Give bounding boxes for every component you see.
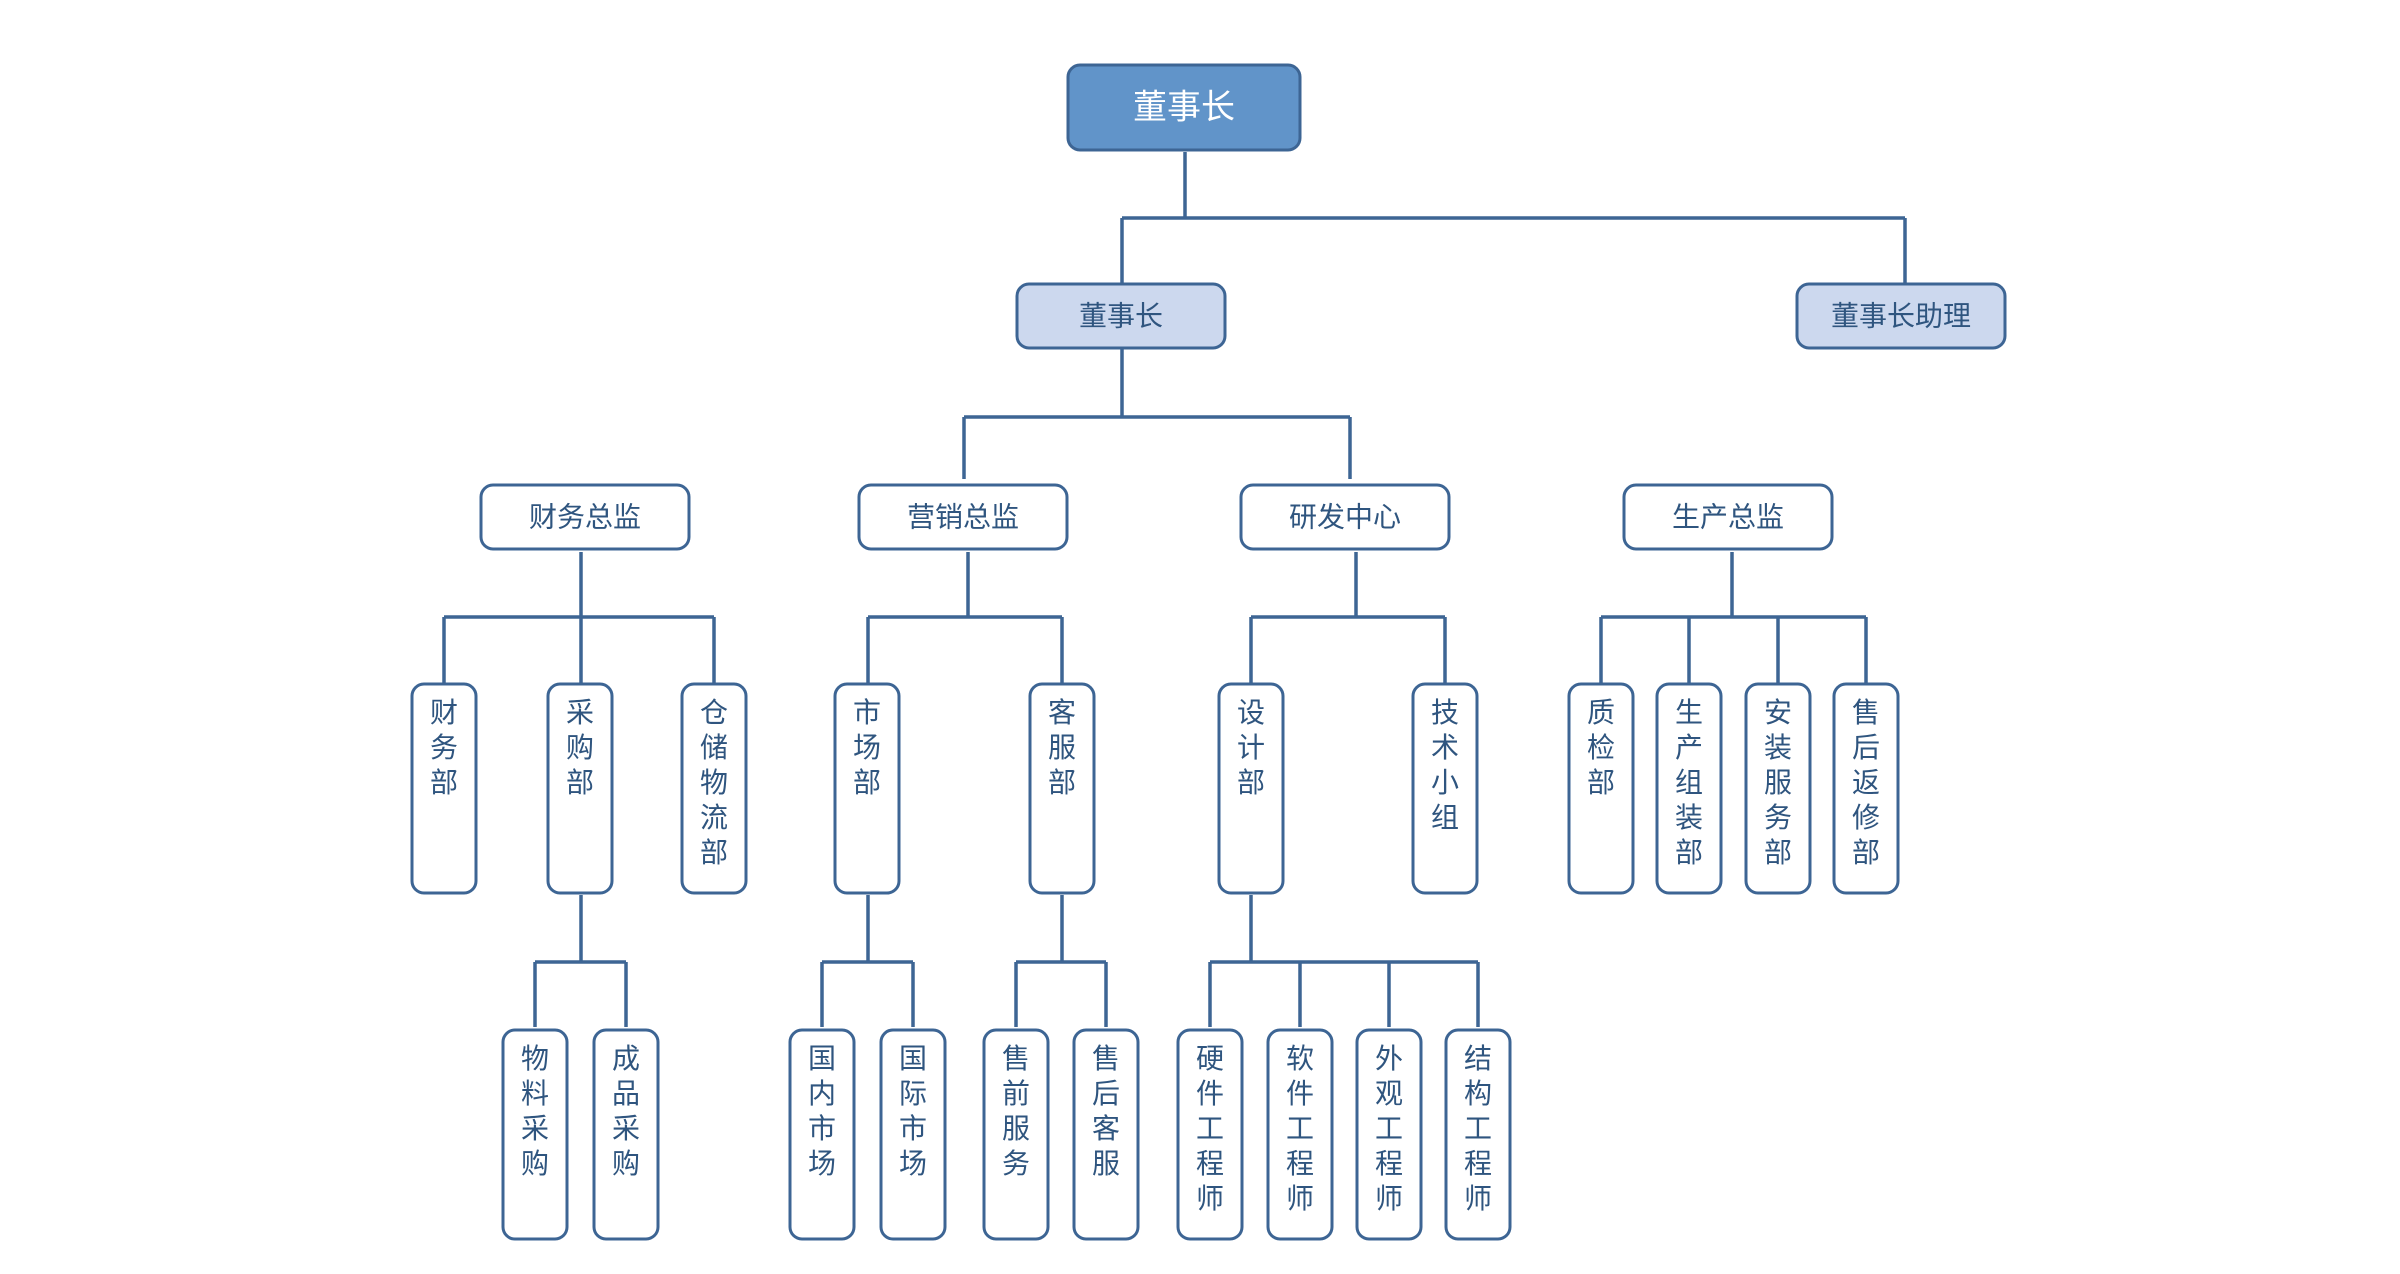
- connector-finance: [442, 552, 716, 684]
- node-material-purchase-box: [501, 1028, 569, 1241]
- node-finance-dept: 财务部: [410, 682, 478, 895]
- node-finance-director-label: 财务总监: [529, 501, 641, 534]
- node-product-purchase-box: [592, 1028, 660, 1241]
- node-design-dept-label: 设计部: [1237, 696, 1265, 799]
- node-material-purchase-label: 物料采购: [521, 1042, 549, 1180]
- node-presale-service-box: [982, 1028, 1050, 1241]
- node-rnd-center-box: [1239, 483, 1451, 551]
- node-qc-dept: 质检部: [1567, 682, 1635, 895]
- node-presale-service-label: 售前服务: [1002, 1042, 1030, 1180]
- node-repair-dept-box: [1832, 682, 1900, 895]
- connector-market: [820, 895, 915, 1027]
- node-install-service-dept: 安装服务部: [1744, 682, 1812, 895]
- node-customer-service-dept: 客服部: [1028, 682, 1096, 895]
- node-tech-group: 技术小组: [1411, 682, 1479, 895]
- node-customer-service-dept-box: [1028, 682, 1096, 895]
- node-assembly-dept: 生产组装部: [1655, 682, 1723, 895]
- node-rnd-center-label: 研发中心: [1289, 501, 1401, 534]
- node-tech-group-label: 技术小组: [1431, 696, 1459, 834]
- node-purchasing-dept: 采购部: [546, 682, 614, 895]
- node-chairman-assistant-box: [1795, 282, 2007, 350]
- node-domestic-market-label: 国内市场: [808, 1042, 836, 1180]
- node-marketing-director-box: [857, 483, 1069, 551]
- node-chairman: 董事长: [1015, 282, 1227, 350]
- node-market-dept-label: 市场部: [853, 696, 881, 799]
- node-hardware-engineer: 硬件工程师: [1176, 1028, 1244, 1241]
- connector-lines: [442, 152, 1907, 1027]
- node-structure-engineer-box: [1444, 1028, 1512, 1241]
- node-finance-director: 财务总监: [479, 483, 691, 551]
- node-aftersale-service-box: [1072, 1028, 1140, 1241]
- node-qc-dept-box: [1567, 682, 1635, 895]
- node-product-purchase: 成品采购: [592, 1028, 660, 1241]
- node-marketing-director: 营销总监: [857, 483, 1069, 551]
- node-finance-dept-box: [410, 682, 478, 895]
- node-production-director: 生产总监: [1622, 483, 1834, 551]
- node-repair-dept: 售后返修部: [1832, 682, 1900, 895]
- node-qc-dept-label: 质检部: [1587, 696, 1615, 799]
- connector-customer-service: [1014, 895, 1108, 1027]
- node-marketing-director-label: 营销总监: [907, 501, 1019, 534]
- node-install-service-dept-box: [1744, 682, 1812, 895]
- connector-production: [1599, 552, 1868, 684]
- node-domestic-market-box: [788, 1028, 856, 1241]
- node-hardware-engineer-label: 硬件工程师: [1196, 1042, 1224, 1215]
- node-appearance-engineer: 外观工程师: [1355, 1028, 1423, 1241]
- connector-design: [1208, 895, 1480, 1027]
- node-material-purchase: 物料采购: [501, 1028, 569, 1241]
- connector-purchasing: [533, 895, 628, 1027]
- node-chairman-assistant-label: 董事长助理: [1831, 300, 1971, 333]
- node-production-director-label: 生产总监: [1672, 501, 1784, 534]
- node-tech-group-box: [1411, 682, 1479, 895]
- node-design-dept-box: [1217, 682, 1285, 895]
- node-production-director-box: [1622, 483, 1834, 551]
- node-domestic-market: 国内市场: [788, 1028, 856, 1241]
- node-root-chairman-label: 董事长: [1133, 88, 1235, 128]
- node-layer: 董事长董事长董事长助理财务总监营销总监研发中心生产总监财务部采购部仓储物流部市场…: [410, 63, 2007, 1241]
- connector-rnd: [1249, 552, 1447, 684]
- node-software-engineer: 软件工程师: [1266, 1028, 1334, 1241]
- connector-marketing: [866, 552, 1064, 684]
- node-structure-engineer-label: 结构工程师: [1464, 1042, 1492, 1215]
- node-chairman-assistant: 董事长助理: [1795, 282, 2007, 350]
- node-market-dept: 市场部: [833, 682, 901, 895]
- node-market-dept-box: [833, 682, 901, 895]
- node-finance-director-box: [479, 483, 691, 551]
- node-root-chairman-box: [1066, 63, 1302, 152]
- node-software-engineer-box: [1266, 1028, 1334, 1241]
- node-hardware-engineer-box: [1176, 1028, 1244, 1241]
- node-design-dept: 设计部: [1217, 682, 1285, 895]
- node-warehouse-dept: 仓储物流部: [680, 682, 748, 895]
- node-root-chairman: 董事长: [1066, 63, 1302, 152]
- node-intl-market: 国际市场: [879, 1028, 947, 1241]
- connector-root: [1120, 152, 1907, 283]
- node-chairman-label: 董事长: [1079, 300, 1163, 333]
- node-repair-dept-label: 售后返修部: [1852, 696, 1880, 869]
- node-customer-service-dept-label: 客服部: [1048, 696, 1076, 799]
- node-warehouse-dept-box: [680, 682, 748, 895]
- connector-chairman: [962, 348, 1352, 479]
- node-finance-dept-label: 财务部: [430, 696, 458, 799]
- node-aftersale-service-label: 售后客服: [1092, 1042, 1120, 1180]
- node-intl-market-box: [879, 1028, 947, 1241]
- node-purchasing-dept-label: 采购部: [566, 696, 594, 799]
- node-aftersale-service: 售后客服: [1072, 1028, 1140, 1241]
- node-chairman-box: [1015, 282, 1227, 350]
- node-warehouse-dept-label: 仓储物流部: [700, 696, 728, 869]
- node-intl-market-label: 国际市场: [899, 1042, 927, 1180]
- node-appearance-engineer-box: [1355, 1028, 1423, 1241]
- node-assembly-dept-box: [1655, 682, 1723, 895]
- node-rnd-center: 研发中心: [1239, 483, 1451, 551]
- node-software-engineer-label: 软件工程师: [1286, 1042, 1314, 1215]
- node-product-purchase-label: 成品采购: [612, 1042, 640, 1180]
- node-presale-service: 售前服务: [982, 1028, 1050, 1241]
- node-assembly-dept-label: 生产组装部: [1675, 696, 1703, 869]
- node-install-service-dept-label: 安装服务部: [1764, 696, 1792, 869]
- node-purchasing-dept-box: [546, 682, 614, 895]
- node-structure-engineer: 结构工程师: [1444, 1028, 1512, 1241]
- node-appearance-engineer-label: 外观工程师: [1375, 1042, 1403, 1215]
